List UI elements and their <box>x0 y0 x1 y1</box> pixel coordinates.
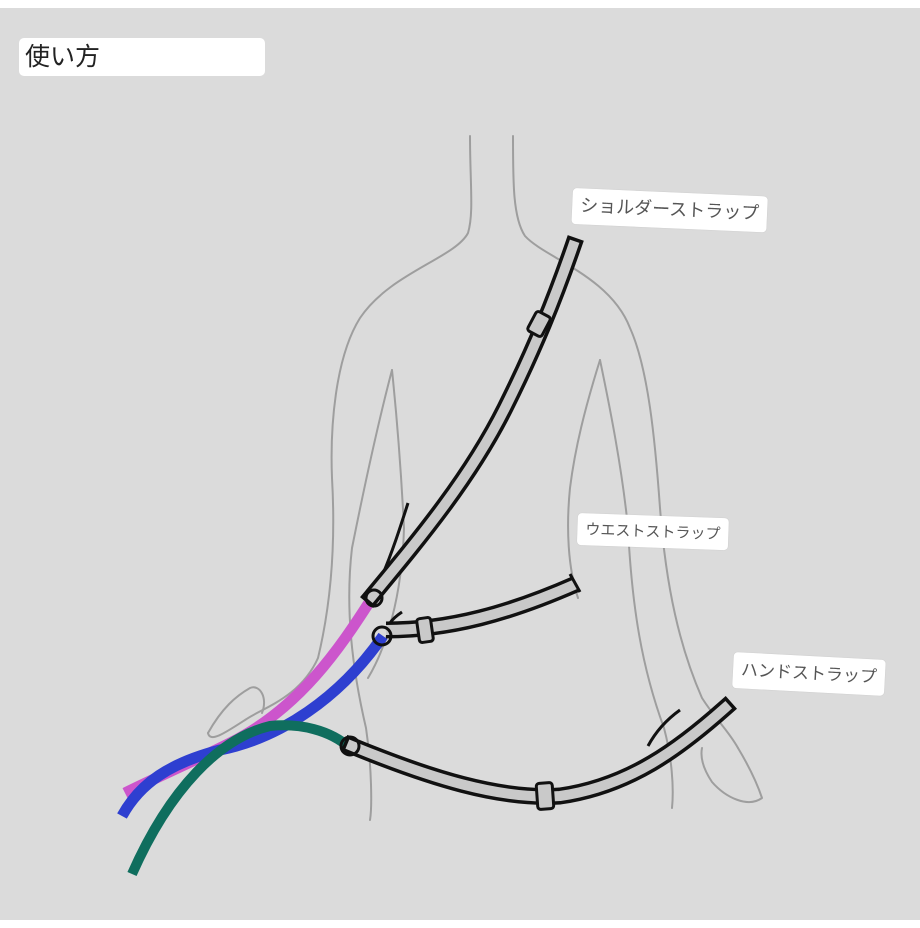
hand-left <box>207 686 266 734</box>
cords <box>117 595 388 877</box>
strap-diagram <box>117 135 763 877</box>
shoulder-strap-fill <box>364 239 580 604</box>
torso-left-side <box>348 369 393 821</box>
arm-right-inner <box>567 359 601 599</box>
shoulder-strap-buckle <box>526 310 552 338</box>
waist-strap-ring <box>371 625 393 647</box>
waist-strap-buckle <box>415 616 435 644</box>
hand-strap-ring <box>339 735 361 757</box>
teal-cord <box>127 720 354 877</box>
neck-outline-left <box>207 135 473 739</box>
shoulder-strap-ring <box>364 588 384 608</box>
diagram-canvas: 使い方 <box>0 8 920 920</box>
hand-strap-buckle <box>534 781 556 811</box>
shoulder-strap <box>360 235 584 608</box>
waist-strap-fill <box>385 579 579 635</box>
hand-strap-fill <box>345 700 733 802</box>
waist-strap-end <box>568 573 582 593</box>
waist-strap-label: ウエストストラップ <box>576 513 729 551</box>
hand-right <box>700 747 763 803</box>
straps <box>339 235 738 811</box>
page-title: 使い方 <box>19 38 265 76</box>
hand-strap-tail <box>646 708 681 747</box>
torso-right-side <box>599 359 674 809</box>
neck-outline-right <box>512 135 739 749</box>
